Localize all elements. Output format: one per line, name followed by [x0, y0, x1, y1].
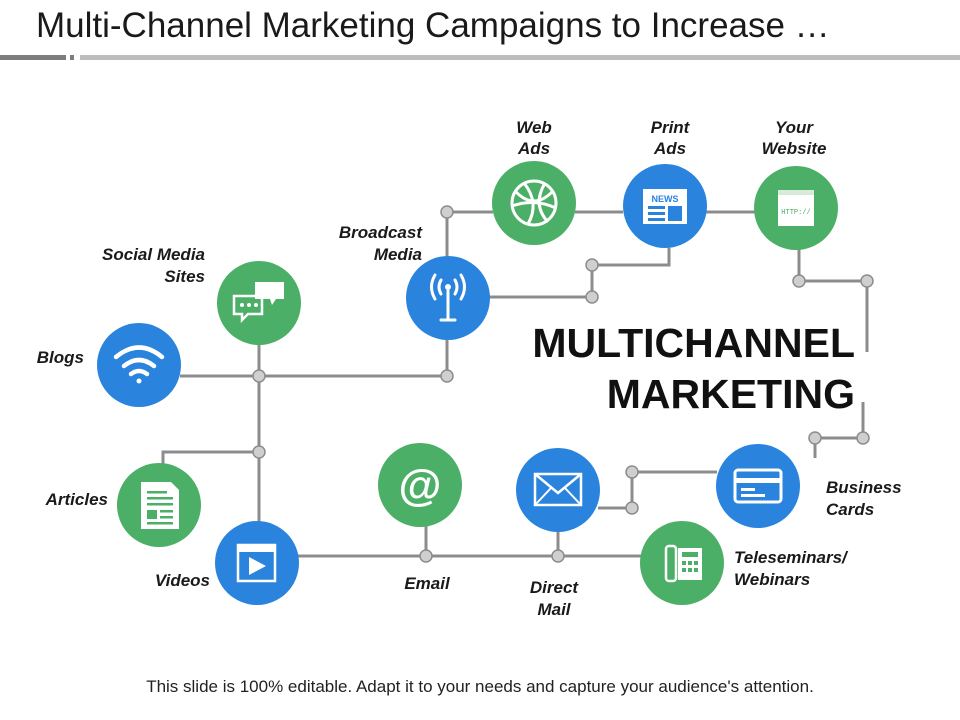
channel-label-line: Ads: [653, 139, 686, 158]
chat-bubbles-icon: [232, 282, 284, 324]
svg-text:NEWS: NEWS: [652, 194, 679, 204]
header-bar: [0, 55, 960, 60]
video-player-icon: [236, 543, 277, 583]
telephone-icon: [664, 544, 702, 583]
svg-text:HTTP://: HTTP://: [781, 209, 810, 217]
junction-dots: [252, 205, 874, 563]
channel-teleseminars-webinars: Teleseminars/ Webinars: [640, 521, 849, 605]
at-sign-icon: @: [399, 461, 442, 510]
channel-articles: Articles: [45, 463, 201, 547]
channel-label-line: Ads: [517, 139, 550, 158]
card-icon: [733, 468, 783, 504]
newspaper-icon: NEWS: [643, 189, 687, 224]
page-title: Multi-Channel Marketing Campaigns to Inc…: [36, 6, 830, 45]
channel-label-line: Broadcast: [339, 223, 423, 242]
channel-print-ads: NEWS Print Ads: [623, 118, 707, 248]
browser-icon: HTTP://: [778, 190, 814, 226]
channel-label-line: Teleseminars/: [734, 548, 849, 567]
center-title-line-2: MARKETING: [607, 371, 855, 417]
channel-label-line: Direct: [530, 578, 580, 597]
channel-videos: Videos: [155, 521, 299, 605]
channel-business-cards: Business Cards: [716, 444, 902, 528]
wifi-icon: [113, 345, 165, 384]
center-title-line-1: MULTICHANNEL: [532, 320, 855, 366]
channel-label-line: Business: [826, 478, 902, 497]
channel-label-line: Sites: [164, 267, 205, 286]
channel-label-line: Print: [651, 118, 691, 137]
channel-broadcast-media: Broadcast Media: [339, 223, 490, 340]
channel-direct-mail: Direct Mail: [516, 448, 600, 619]
channel-label-line: Email: [404, 574, 451, 593]
channel-label-line: Blogs: [37, 348, 84, 367]
channel-email: @ Email: [378, 443, 462, 593]
channel-label-line: Media: [374, 245, 422, 264]
channel-label-line: Articles: [45, 490, 108, 509]
channel-label-line: Webinars: [734, 570, 810, 589]
channel-label-line: Web: [516, 118, 552, 137]
channel-social-media-sites: Social Media Sites: [102, 245, 301, 345]
connector-lines: [161, 210, 869, 558]
channel-web-ads: Web Ads: [492, 118, 576, 245]
envelope-icon: [533, 472, 583, 507]
channel-label-line: Your: [775, 118, 814, 137]
antenna-icon: [430, 273, 466, 322]
channel-label-line: Mail: [537, 600, 571, 619]
channel-label-line: Cards: [826, 500, 874, 519]
channel-label-line: Videos: [155, 571, 210, 590]
globe-icon: [510, 179, 558, 227]
footer-note: This slide is 100% editable. Adapt it to…: [146, 677, 814, 696]
channel-label-line: Social Media: [102, 245, 205, 264]
channel-label-line: Website: [762, 139, 827, 158]
channel-blogs: Blogs: [37, 323, 181, 407]
channel-your-website: HTTP:// Your Website: [754, 118, 838, 250]
document-icon: [141, 482, 179, 529]
